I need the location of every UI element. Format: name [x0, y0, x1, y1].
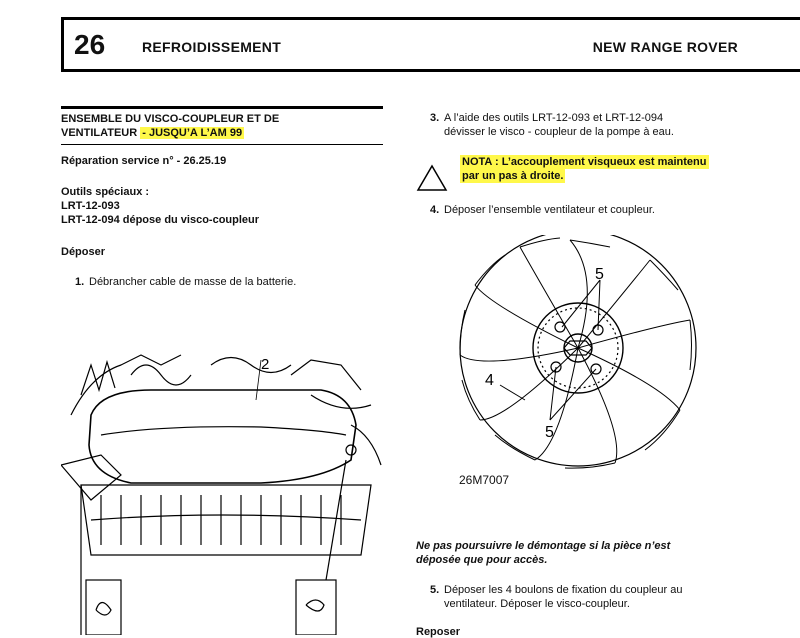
figure-callout-2: 2	[261, 356, 269, 373]
repair-service-number: Réparation service n° - 26.25.19	[61, 155, 227, 167]
step-1-text: Débrancher cable de masse de la batterie…	[89, 276, 297, 288]
step-5: 5. Déposer les 4 boulons de fixation du c…	[430, 583, 683, 611]
step-1: 1. Débrancher cable de masse de la batter…	[75, 276, 296, 288]
step-1-number: 1.	[75, 276, 85, 288]
chapter-title: REFROIDISSEMENT	[142, 39, 282, 55]
tool-1: LRT-12-093	[61, 200, 120, 212]
step-3-number: 3.	[430, 112, 440, 124]
vehicle-model: NEW RANGE ROVER	[592, 39, 738, 55]
step-3: 3. A l’aide des outils LRT-12-093 et LRT-…	[430, 111, 674, 139]
step-5-line1: Déposer les 4 boulons de fixation du cou…	[444, 584, 683, 596]
section-title: ENSEMBLE DU VISCO-COUPLEUR ET DE VENTILA…	[61, 112, 279, 140]
tool-2: LRT-12-094 dépose du visco-coupleur	[61, 214, 260, 226]
fan-callout-5-top: 5	[595, 266, 604, 283]
step-4: 4. Déposer l’ensemble ventilateur et coup…	[430, 203, 655, 217]
chapter-number: 26	[74, 29, 106, 60]
fan-callout-4: 4	[485, 372, 494, 389]
fan-callout-5-bottom: 5	[545, 424, 554, 441]
engine-illustration: 2	[61, 354, 382, 635]
tools-heading: Outils spéciaux :	[61, 186, 150, 198]
fan-illustration: 5 4 5	[459, 235, 697, 469]
nota-line1: NOTA : L’accouplement visqueux est maint…	[460, 155, 709, 169]
step-3-line2: dévisser le visco - coupleur de la pompe…	[444, 126, 674, 138]
section-title-line2-a: VENTILATEUR	[61, 127, 141, 139]
remove-heading: Déposer	[61, 246, 106, 258]
section-title-line1: ENSEMBLE DU VISCO-COUPLEUR ET DE	[61, 113, 280, 125]
refit-heading: Reposer	[416, 626, 461, 638]
caution-note: Ne pas poursuivre le démontage si la piè…	[416, 539, 716, 567]
warning-triangle-icon	[416, 164, 448, 191]
caution-line2: déposée que pour accès.	[416, 554, 548, 566]
section-title-highlight: - JUSQU’A L’AM 99	[140, 127, 245, 139]
nota-line2: par un pas à droite.	[460, 169, 566, 183]
section-rule-bottom	[61, 144, 383, 145]
step-3-line1: A l’aide des outils LRT-12-093 et LRT-12…	[444, 112, 664, 124]
step-4-number: 4.	[430, 204, 440, 216]
step-5-line2: ventilateur. Déposer le visco-coupleur.	[444, 598, 630, 610]
section-title-line2: VENTILATEUR - JUSQU’A L’AM 99	[61, 126, 279, 140]
section-rule-top	[61, 106, 383, 109]
caution-line1: Ne pas poursuivre le démontage si la piè…	[416, 540, 671, 552]
step-5-number: 5.	[430, 584, 440, 596]
figure-reference: 26M7007	[459, 473, 510, 487]
nota-box: NOTA : L’accouplement visqueux est maint…	[460, 155, 736, 183]
step-4-text: Déposer l’ensemble ventilateur et couple…	[444, 204, 655, 216]
page-header: 26 REFROIDISSEMENT NEW RANGE ROVER	[61, 17, 800, 72]
